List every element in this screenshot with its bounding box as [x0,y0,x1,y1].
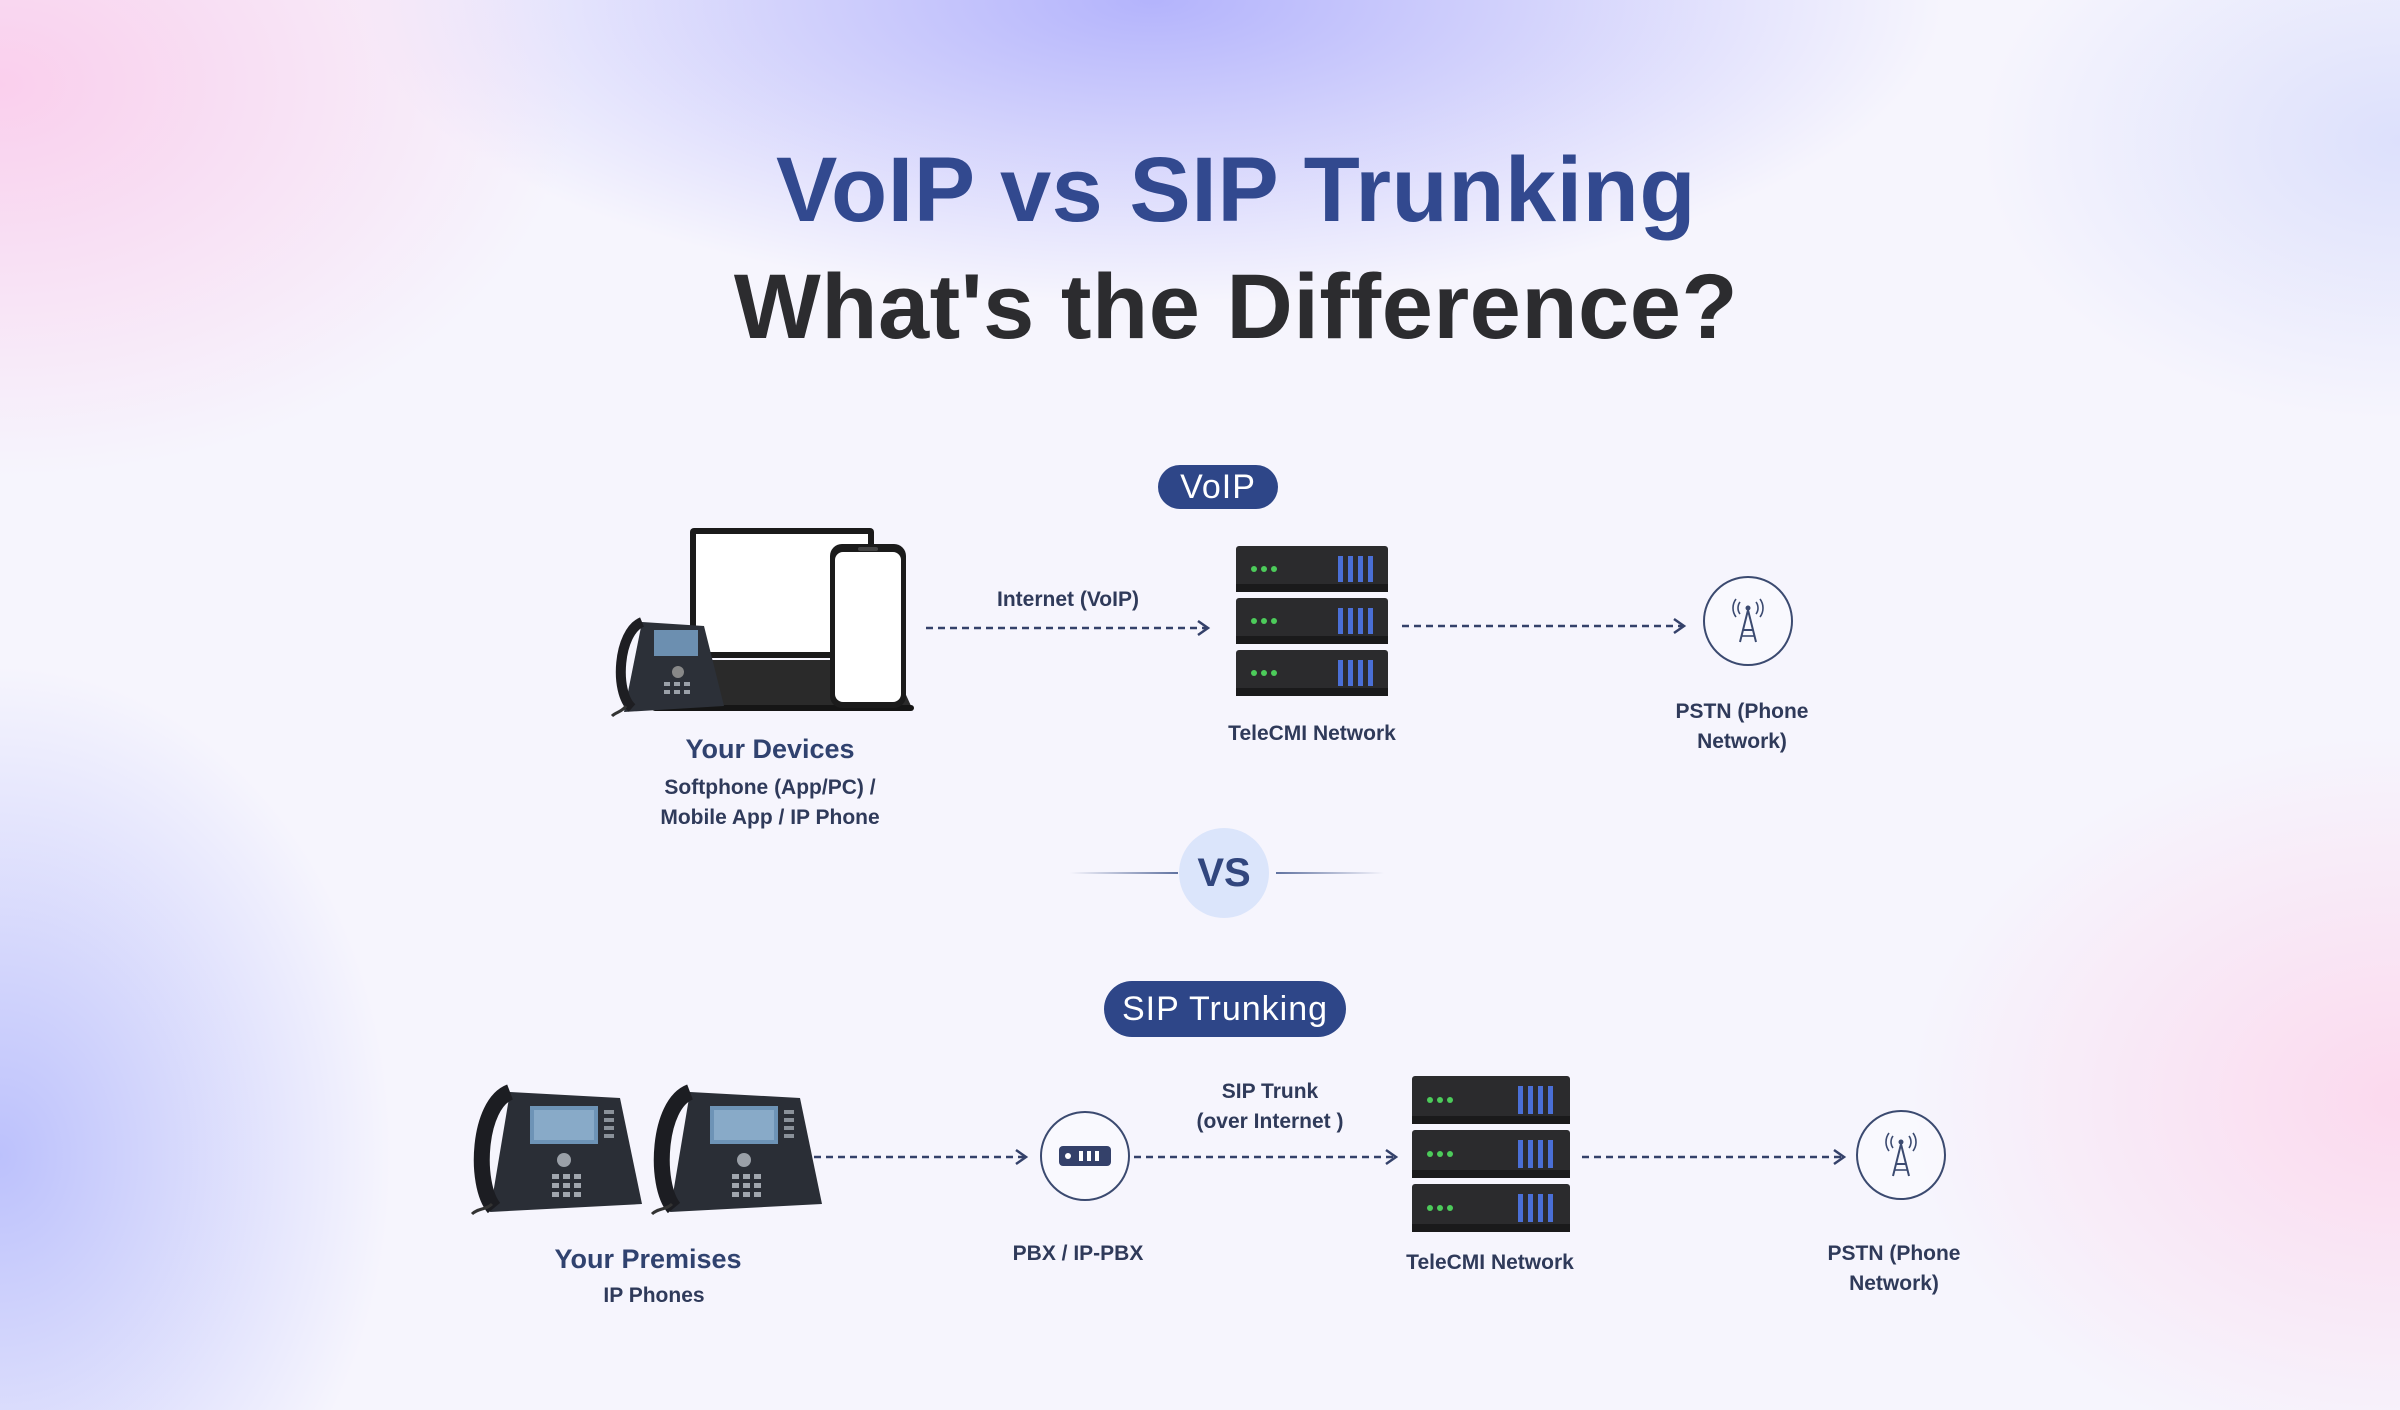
voip-arrow-2 [1402,617,1687,635]
sip-arrow-3 [1582,1148,1847,1166]
devices-title: Your Devices [685,734,855,764]
voip-arrow-1 [926,619,1211,637]
vs-line-right [1276,872,1384,874]
pbx-router-icon [1040,1111,1130,1201]
devices-icon [610,528,914,718]
sip-arrow-1 [814,1148,1029,1166]
sip-tower-icon [1856,1110,1946,1200]
voip-pstn-label-1: PSTN (Phone [1675,700,1809,723]
sip-server-icon [1412,1076,1570,1232]
pbx-label: PBX / IP-PBX [1012,1242,1144,1265]
title-line-2: What's the Difference? [733,256,1739,358]
internet-voip-label: Internet (VoIP) [997,588,1139,611]
title-line-1: VoIP vs SIP Trunking [775,139,1697,241]
sip-trunk-label-1: SIP Trunk [1221,1080,1319,1103]
sip-network-label: TeleCMI Network [1406,1251,1574,1274]
sip-arrow-2 [1134,1148,1399,1166]
sip-pstn-label-1: PSTN (Phone [1827,1242,1961,1265]
desk-phone-icon-1 [470,1084,642,1216]
vs-line-left [1070,872,1178,874]
voip-server-icon [1236,546,1388,696]
devices-sub-2: Mobile App / IP Phone [660,806,880,829]
premises-title: Your Premises [554,1244,742,1274]
sip-pstn-label-2: Network) [1849,1272,1939,1295]
voip-pstn-label-2: Network) [1697,730,1787,753]
sip-trunk-label-2: (over Internet ) [1196,1110,1344,1133]
premises-sub: IP Phones [603,1284,705,1307]
voip-network-label: TeleCMI Network [1228,722,1396,745]
devices-sub-1: Softphone (App/PC) / [664,776,876,799]
desk-phone-icon-2 [650,1084,822,1216]
vs-badge: VS [1179,828,1269,918]
voip-tower-icon [1703,576,1793,666]
voip-badge: VoIP [1158,465,1278,509]
sip-badge: SIP Trunking [1104,981,1346,1037]
